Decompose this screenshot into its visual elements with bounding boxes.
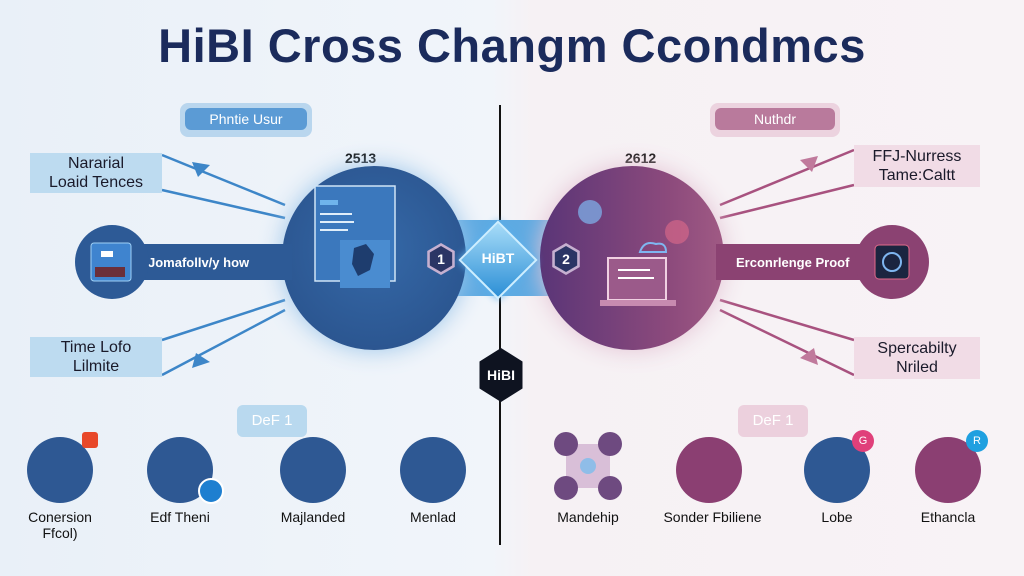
left-header-pill: Phntie Usur xyxy=(180,103,312,137)
server-icon xyxy=(676,437,742,503)
icon-label: Edf Theni xyxy=(150,509,210,525)
document-stand-icon xyxy=(280,437,346,503)
right-def-tag: DeF 1 xyxy=(738,405,808,437)
right-header-pill: Nuthdr xyxy=(710,103,840,137)
team-cluster-icon xyxy=(554,432,622,500)
box-line: Loaid Tences xyxy=(49,174,143,191)
pipe-icon xyxy=(400,437,466,503)
box-line: Time Lofo xyxy=(60,339,132,356)
icon-label: Sonder Fbiliene xyxy=(663,509,762,525)
center-diamond-label: HiBT xyxy=(481,250,515,266)
right-header-label: Nuthdr xyxy=(715,108,835,130)
pen-badge-icon xyxy=(198,478,224,504)
disk-icon xyxy=(874,244,910,280)
dashboard-icon xyxy=(90,242,132,282)
box-line: Nararial xyxy=(67,155,124,172)
left-def-tag: DeF 1 xyxy=(237,405,307,437)
window-screen-icon xyxy=(314,185,396,288)
conversion-icon xyxy=(27,437,93,503)
icon-label: Mandehip xyxy=(557,509,619,525)
left-bar-label: Jomafollv/y how xyxy=(148,254,250,270)
box-line: Lilmite xyxy=(72,358,120,375)
arrow-icon xyxy=(192,353,210,368)
arrow-icon xyxy=(800,156,818,172)
arrow-icon xyxy=(800,348,818,365)
icon-label: Ethancla xyxy=(920,509,976,525)
icon-label: Majlanded xyxy=(280,509,346,525)
left-year: 2513 xyxy=(345,150,377,166)
step-2-number: 2 xyxy=(554,246,578,272)
laptop-cloud-icon xyxy=(578,200,689,306)
left-side-circle xyxy=(75,225,149,299)
box-line: Nriled xyxy=(896,359,938,376)
box-line: Spercabilty xyxy=(877,340,957,357)
left-main-circle xyxy=(282,166,466,350)
page-title: HiBI Cross Changm Ccondmcs xyxy=(158,19,866,72)
icon-label: Menlad xyxy=(410,509,456,525)
left-header-label: Phntie Usur xyxy=(185,108,307,130)
flame-icon xyxy=(82,432,98,448)
box-line: Tame:Caltt xyxy=(878,167,956,184)
lobe-badge: G xyxy=(852,430,874,452)
box-line: FFJ-Nurress xyxy=(872,148,962,165)
enhance-badge: R xyxy=(966,430,988,452)
step-1-number: 1 xyxy=(429,246,453,272)
right-side-circle xyxy=(855,225,929,299)
icon-label: Lobe xyxy=(821,509,853,525)
right-bar-label: Erconrlenge Proof xyxy=(736,254,850,270)
right-year: 2612 xyxy=(625,150,657,166)
arrow-icon xyxy=(192,162,210,177)
